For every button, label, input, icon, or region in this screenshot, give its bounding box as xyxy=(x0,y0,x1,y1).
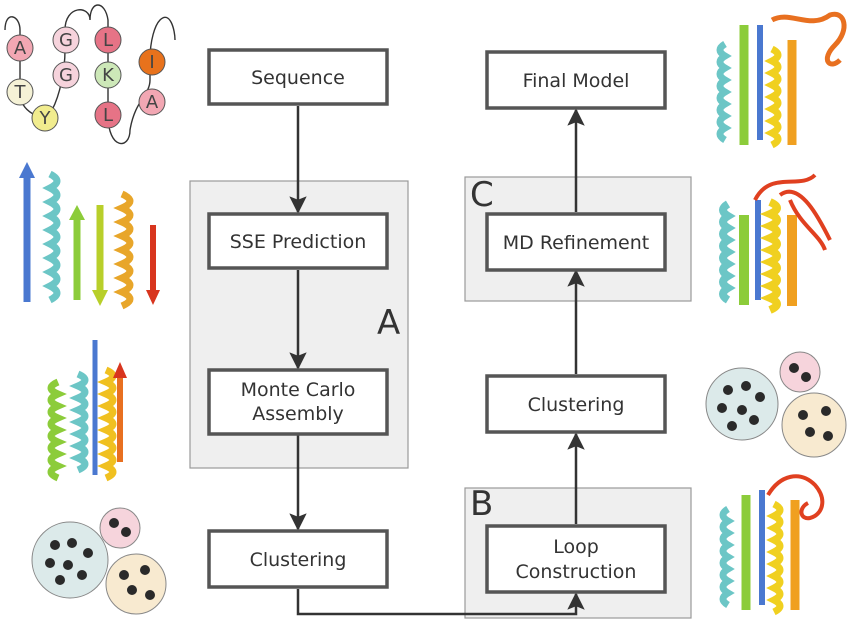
residue-10: A xyxy=(146,92,159,113)
clustering-right-box: Clustering xyxy=(485,374,667,434)
stage-a-label: A xyxy=(377,303,400,343)
loop-construction-box: Loop Construction xyxy=(485,524,667,594)
md-refinement-label: MD Refinement xyxy=(503,232,650,254)
protein-loop-model-icon xyxy=(719,474,825,616)
residue-7: K xyxy=(102,65,115,86)
cluster-circles-right-icon xyxy=(705,351,847,458)
residue-8: L xyxy=(103,105,113,126)
sequence-box: Sequence xyxy=(207,48,389,106)
protein-ensemble-icon xyxy=(719,173,832,314)
md-refinement-box: MD Refinement xyxy=(485,212,667,272)
protein-model-icon xyxy=(716,11,847,149)
final-model-box: Final Model xyxy=(485,50,667,110)
assembled-helices-icon xyxy=(47,340,127,482)
sse-prediction-box: SSE Prediction xyxy=(207,212,389,270)
flow-arrows xyxy=(289,106,585,616)
residue-4: G xyxy=(59,30,73,51)
stage-c-label: C xyxy=(470,175,494,215)
monte-carlo-label-line2: Assembly xyxy=(252,403,344,425)
residue-1: A xyxy=(14,38,27,59)
residue-3: Y xyxy=(39,108,52,129)
residue-9: I xyxy=(149,52,154,73)
loop-construction-label-line1: Loop xyxy=(553,536,599,558)
cluster-circles-icon xyxy=(31,507,167,615)
clustering-left-box: Clustering xyxy=(207,529,389,589)
sse-prediction-label: SSE Prediction xyxy=(230,231,367,253)
arrow-clustering-to-loop xyxy=(296,589,585,616)
monte-carlo-label-line1: Monte Carlo xyxy=(241,379,356,401)
monte-carlo-box: Monte Carlo Assembly xyxy=(207,368,389,436)
residue-6: L xyxy=(103,30,113,51)
residue-5: G xyxy=(59,65,73,86)
sequence-label: Sequence xyxy=(251,67,345,89)
secondary-structure-icon xyxy=(19,162,160,310)
loop-construction-label-line2: Construction xyxy=(516,561,637,583)
residue-sequence-icon: A T Y G G L K L I A xyxy=(4,4,176,145)
clustering-left-label: Clustering xyxy=(250,549,347,571)
stage-b-label: B xyxy=(470,484,493,524)
final-model-label: Final Model xyxy=(523,70,630,92)
clustering-right-label: Clustering xyxy=(528,394,625,416)
residue-2: T xyxy=(14,82,27,103)
